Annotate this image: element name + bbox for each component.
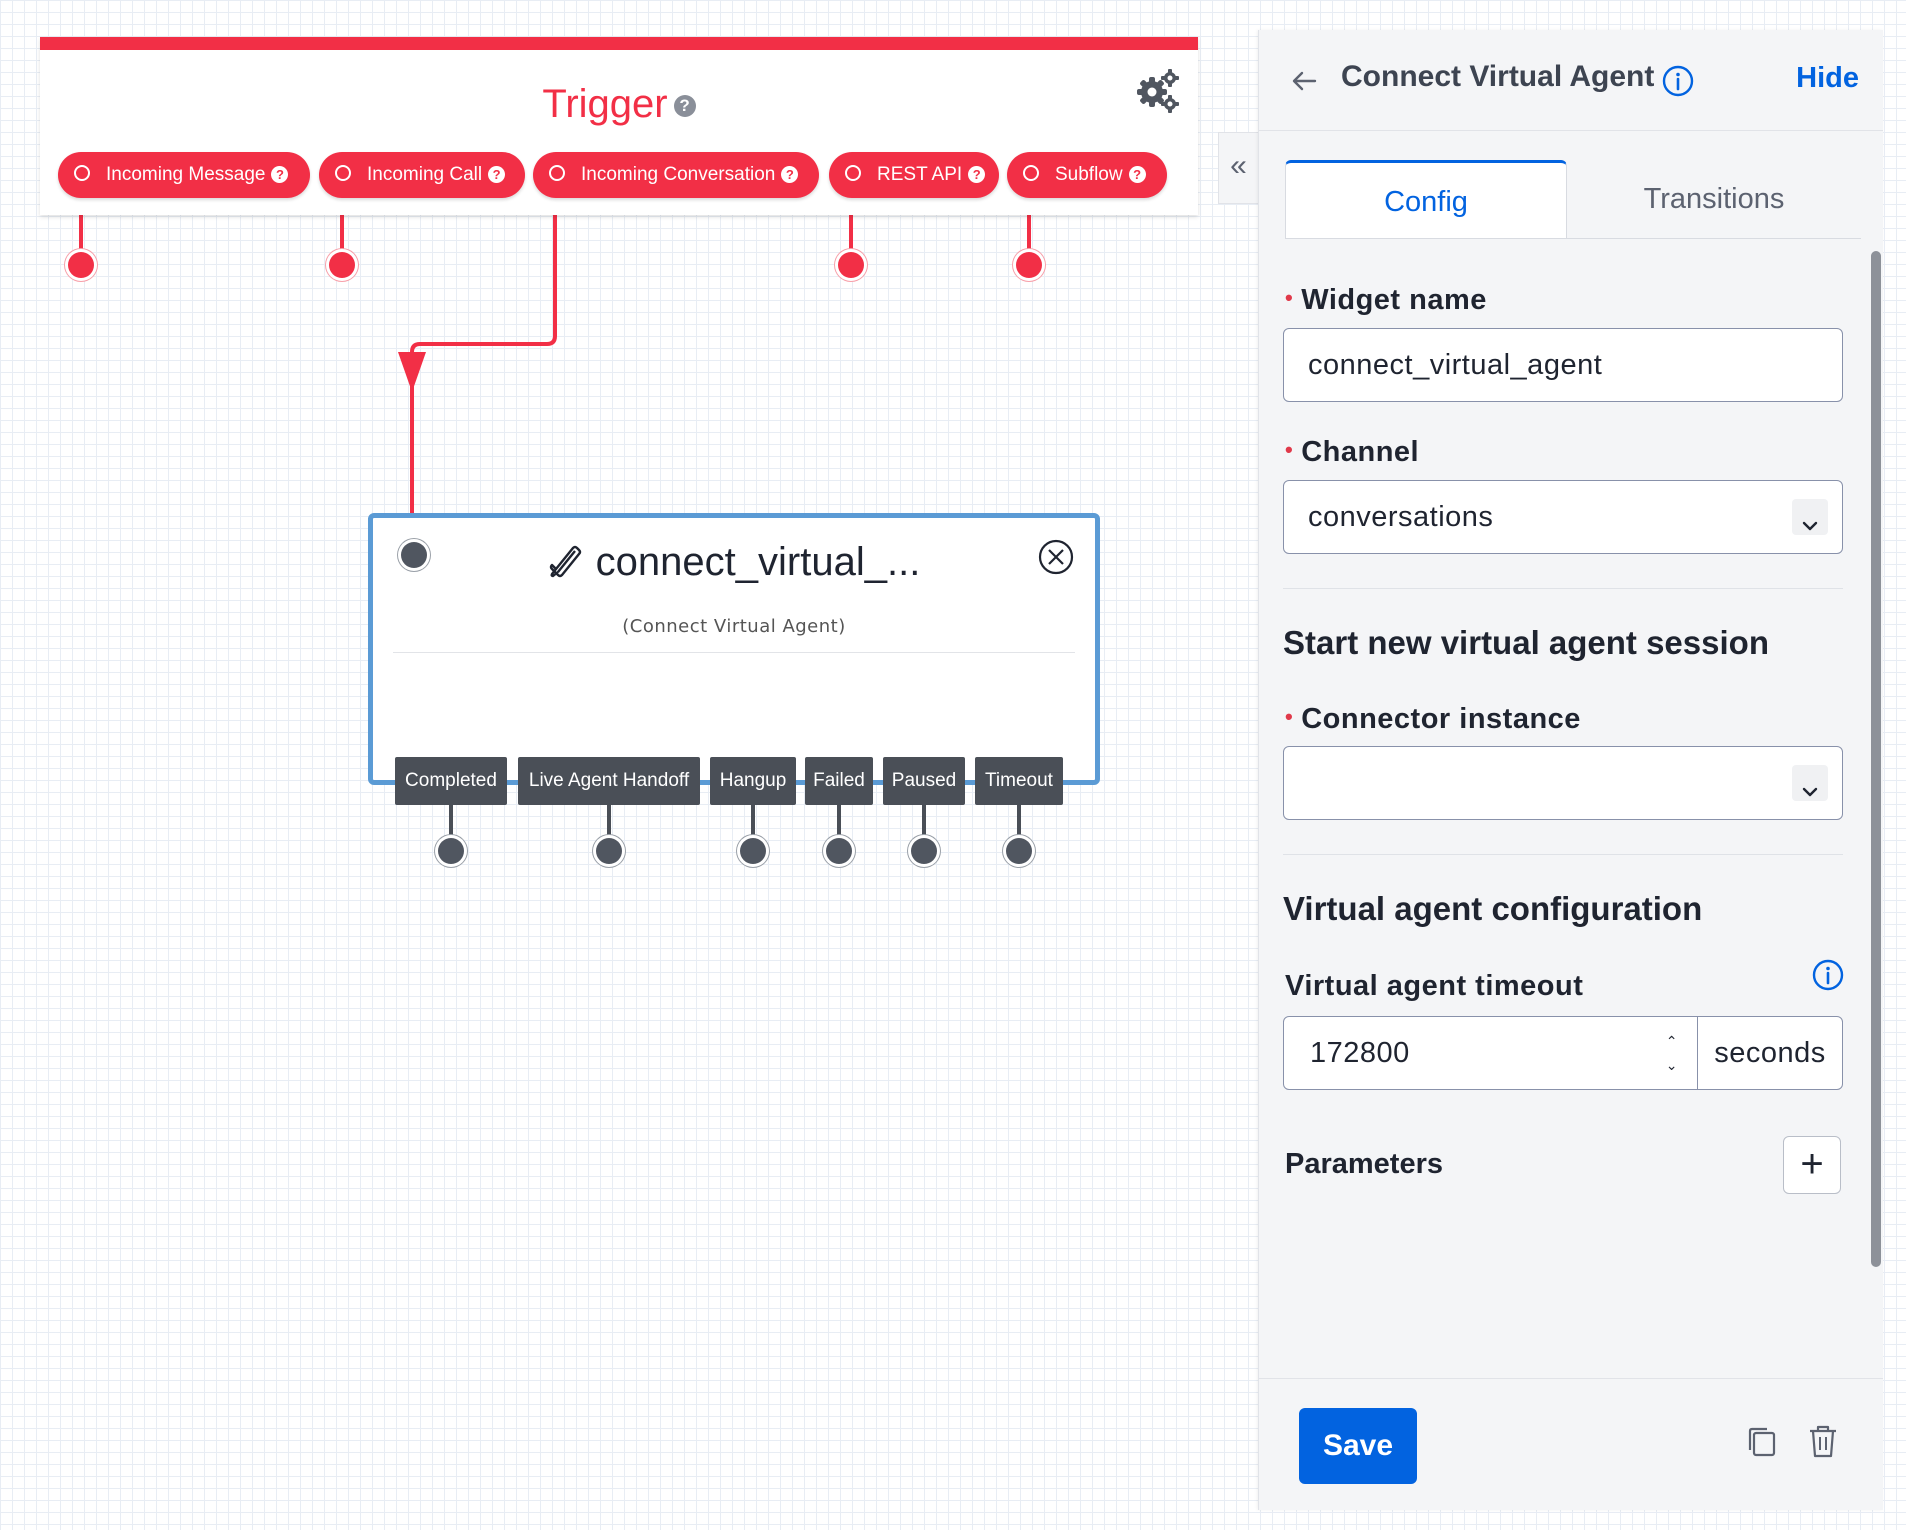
tab-transitions[interactable]: Transitions — [1643, 183, 1785, 215]
trigger-help-icon[interactable]: ? — [673, 95, 696, 118]
transition-timeout[interactable]: Timeout — [975, 757, 1063, 805]
completed-output[interactable] — [438, 838, 464, 864]
transition-completed[interactable]: Completed — [395, 757, 507, 805]
radio-icon — [845, 165, 861, 181]
required-indicator: • — [1285, 437, 1294, 462]
pill-label: Incoming Conversation — [581, 164, 776, 185]
timeout-unit: seconds — [1697, 1017, 1842, 1089]
info-icon[interactable] — [1811, 958, 1845, 992]
subflow-output[interactable] — [1016, 252, 1042, 278]
widget-title: connect_virtual_... — [373, 540, 1095, 585]
info-icon[interactable] — [1661, 64, 1695, 98]
panel-header: Connect Virtual Agent Hide — [1259, 30, 1883, 131]
radio-icon — [74, 165, 90, 181]
radio-icon — [549, 165, 565, 181]
connect-virtual-agent-widget[interactable]: connect_virtual_... (Connect Virtual Age… — [368, 513, 1100, 785]
radio-icon — [1023, 165, 1039, 181]
chevron-up-icon[interactable]: ⌃ — [1665, 1033, 1678, 1049]
help-icon[interactable]: ? — [488, 166, 506, 183]
close-icon[interactable] — [1037, 538, 1075, 576]
copy-icon[interactable] — [1743, 1424, 1779, 1460]
section-divider — [1283, 854, 1843, 855]
add-parameter-button[interactable]: + — [1783, 1136, 1841, 1194]
collapse-panel-button[interactable]: « — [1218, 132, 1258, 204]
timeout-stepper[interactable]: ⌃ ⌄ — [1666, 1029, 1678, 1077]
config-section-heading: Virtual agent configuration — [1283, 890, 1703, 927]
channel-select[interactable]: conversations — [1283, 480, 1843, 554]
connector-instance-select[interactable] — [1283, 746, 1843, 820]
scrollbar[interactable] — [1871, 251, 1881, 1267]
required-indicator: • — [1285, 285, 1294, 310]
rest-api-output[interactable] — [838, 252, 864, 278]
back-arrow-icon[interactable] — [1291, 70, 1317, 92]
pill-label: Incoming Message — [106, 164, 266, 185]
hide-panel-link[interactable]: Hide — [1796, 62, 1859, 94]
live-agent-handoff-output[interactable] — [596, 838, 622, 864]
required-indicator: • — [1285, 704, 1294, 729]
failed-output[interactable] — [826, 838, 852, 864]
hangup-output[interactable] — [740, 838, 766, 864]
panel-title: Connect Virtual Agent — [1341, 60, 1655, 93]
channel-label: • Channel — [1285, 436, 1419, 469]
widget-divider — [393, 652, 1075, 653]
channel-dropdown-toggle[interactable] — [1792, 499, 1828, 535]
trigger-incoming-call[interactable]: Incoming Call? — [319, 152, 525, 198]
timeout-label: Virtual agent timeout — [1285, 970, 1584, 1002]
widget-title-text: connect_virtual_... — [595, 540, 921, 584]
pill-label: REST API — [877, 164, 963, 185]
gear-icon[interactable] — [1134, 68, 1180, 114]
trigger-incoming-message[interactable]: Incoming Message? — [58, 152, 310, 198]
help-icon[interactable]: ? — [271, 166, 289, 183]
trigger-title-text: Trigger — [542, 82, 668, 126]
widget-subtitle: (Connect Virtual Agent) — [622, 616, 846, 637]
radio-icon — [335, 165, 351, 181]
trigger-subflow[interactable]: Subflow? — [1007, 152, 1167, 198]
transition-live-agent-handoff[interactable]: Live Agent Handoff — [518, 757, 700, 805]
trigger-widget[interactable]: Trigger? Incoming Message? Incoming Call… — [40, 37, 1198, 215]
incoming-call-output[interactable] — [329, 252, 355, 278]
pill-label: Incoming Call — [367, 164, 483, 185]
help-icon[interactable]: ? — [968, 166, 986, 183]
trigger-rest-api[interactable]: REST API? — [829, 152, 999, 198]
help-icon[interactable]: ? — [1128, 166, 1146, 183]
widget-config-panel: Connect Virtual Agent Hide Config Transi… — [1258, 30, 1883, 1510]
incoming-message-output[interactable] — [68, 252, 94, 278]
transition-failed[interactable]: Failed — [805, 757, 873, 805]
tab-config[interactable]: Config — [1285, 160, 1567, 238]
incoming-conversation-wire — [410, 186, 557, 516]
pill-label: Subflow — [1055, 164, 1123, 185]
connector-label: • Connector instance — [1285, 703, 1581, 736]
paused-output[interactable] — [911, 838, 937, 864]
widget-name-label-text: Widget name — [1301, 284, 1487, 316]
trash-icon[interactable] — [1805, 1422, 1841, 1460]
section-divider — [1283, 588, 1843, 589]
save-button[interactable]: Save — [1299, 1408, 1417, 1484]
widget-name-label: • Widget name — [1285, 284, 1487, 317]
transition-hangup[interactable]: Hangup — [710, 757, 796, 805]
trigger-incoming-conversation[interactable]: Incoming Conversation? — [533, 152, 819, 198]
panel-tabs: Config Transitions — [1285, 132, 1861, 239]
timeout-input[interactable]: 172800 ⌃ ⌄ seconds — [1283, 1016, 1843, 1090]
connector-label-text: Connector instance — [1301, 703, 1581, 735]
chevron-down-icon — [1802, 787, 1818, 797]
widget-name-input[interactable]: connect_virtual_agent — [1283, 328, 1843, 402]
widget-input[interactable] — [401, 542, 427, 568]
trigger-title: Trigger? — [40, 82, 1198, 127]
parameters-label: Parameters — [1285, 1148, 1443, 1180]
panel-footer — [1259, 1378, 1883, 1510]
timeout-output[interactable] — [1006, 838, 1032, 864]
transition-paused[interactable]: Paused — [883, 757, 965, 805]
connection-arrowhead — [398, 352, 426, 392]
connector-dropdown-toggle[interactable] — [1792, 765, 1828, 801]
help-icon[interactable]: ? — [781, 166, 799, 183]
channel-select-value: conversations — [1308, 501, 1494, 533]
session-section-heading: Start new virtual agent session — [1283, 624, 1769, 661]
chevron-down-icon — [1802, 521, 1818, 531]
channel-label-text: Channel — [1301, 436, 1420, 468]
chevron-down-icon[interactable]: ⌄ — [1665, 1057, 1678, 1073]
timeout-value: 172800 — [1310, 1037, 1410, 1069]
phone-icon — [549, 545, 581, 578]
